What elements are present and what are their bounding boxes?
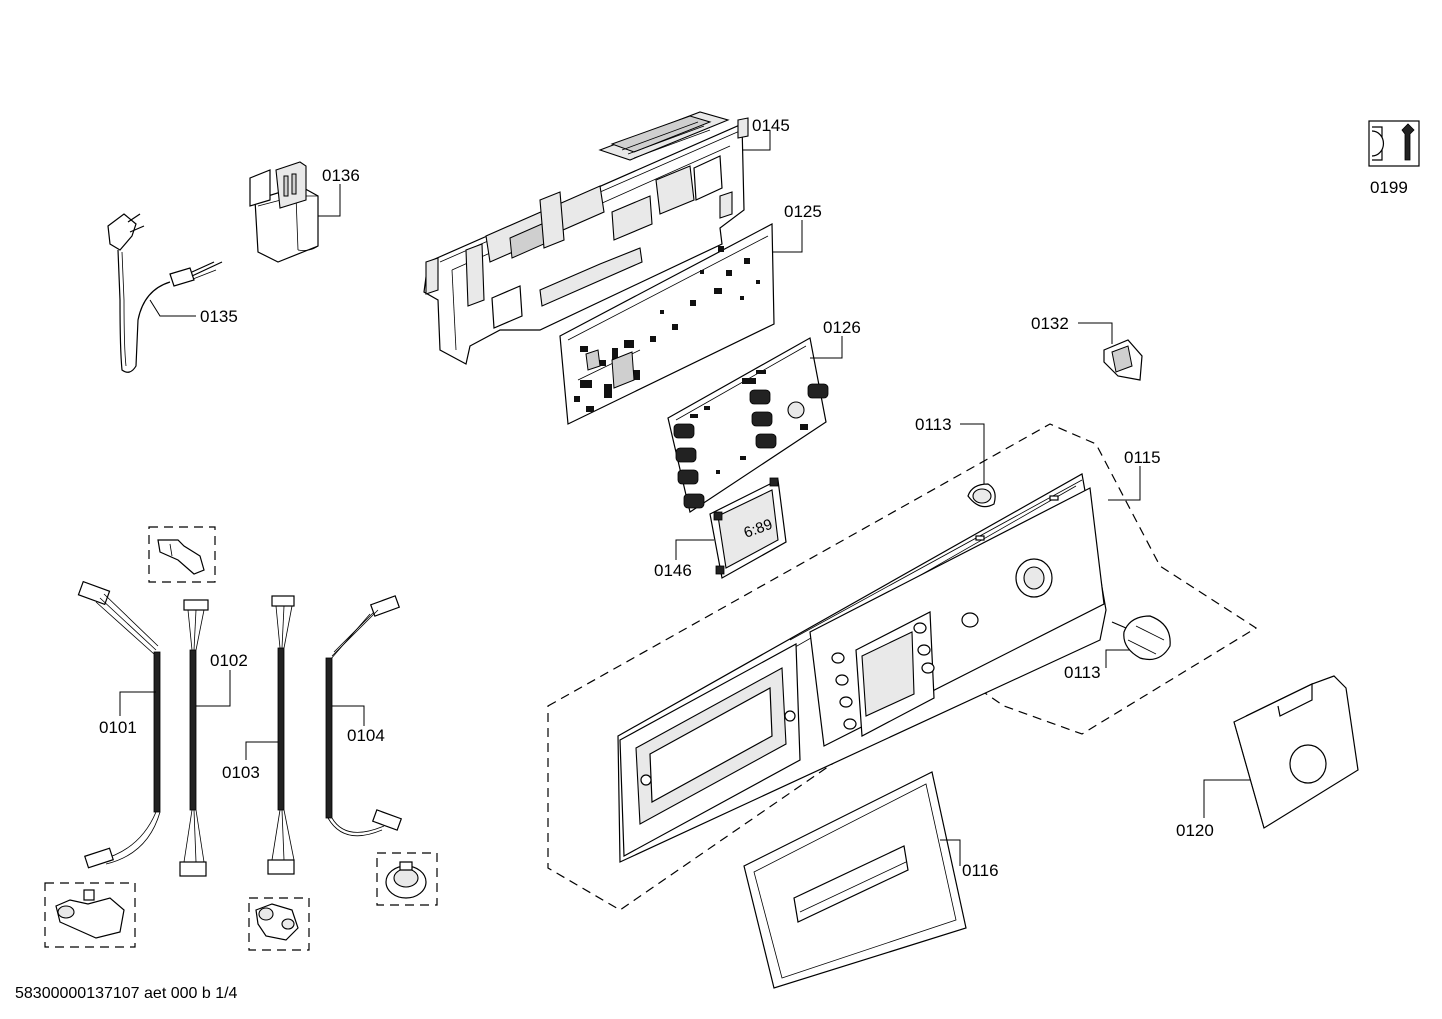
leader-0113-top bbox=[960, 423, 985, 484]
side-cover-0120 bbox=[1233, 675, 1359, 829]
control-housing-0145 bbox=[423, 111, 749, 365]
power-cable-0135 bbox=[107, 213, 223, 373]
part-label-0132: 0132 bbox=[1031, 314, 1069, 333]
part-label-0120: 0120 bbox=[1176, 821, 1214, 840]
part-label-0145: 0145 bbox=[752, 116, 790, 135]
programme-knob-0113 bbox=[1111, 615, 1171, 661]
leader-0116 bbox=[940, 839, 961, 866]
reference-box-pressure-switch bbox=[376, 852, 438, 906]
main-pcb-0125 bbox=[559, 223, 775, 425]
drawer-front-0116 bbox=[743, 771, 967, 989]
wiring-harness-0103 bbox=[267, 595, 295, 875]
wiring-harness-0104 bbox=[325, 595, 403, 837]
leader-0115 bbox=[1108, 466, 1141, 501]
part-label-0102: 0102 bbox=[210, 651, 248, 670]
part-label-0115: 0115 bbox=[1124, 448, 1161, 467]
leader-0104 bbox=[332, 705, 365, 726]
part-label-0136: 0136 bbox=[322, 166, 360, 185]
part-label-0104: 0104 bbox=[347, 726, 385, 745]
display-pcb-0126 bbox=[667, 337, 829, 513]
leader-0125 bbox=[772, 220, 803, 253]
knob-contacts bbox=[673, 383, 829, 509]
part-label-0113-knob: 0113 bbox=[1064, 663, 1101, 682]
reference-box-connector bbox=[148, 526, 216, 583]
part-label-0126: 0126 bbox=[823, 318, 861, 337]
wiring-harness-0101 bbox=[77, 580, 161, 869]
tool-service-icon bbox=[1368, 120, 1420, 167]
leader-0103 bbox=[245, 741, 278, 760]
part-label-0103: 0103 bbox=[222, 763, 260, 782]
leader-0136 bbox=[318, 184, 341, 217]
leader-0146 bbox=[675, 539, 714, 560]
part-label-0113-top: 0113 bbox=[915, 415, 952, 434]
knob-insert-0113-top bbox=[967, 483, 996, 508]
part-label-0116: 0116 bbox=[962, 861, 999, 880]
assembly-boundary-dashed bbox=[547, 423, 1258, 911]
leader-0145 bbox=[742, 130, 771, 151]
wiring-harness-0102 bbox=[179, 599, 209, 877]
leader-0120 bbox=[1203, 779, 1250, 818]
leader-0101 bbox=[119, 691, 156, 716]
drawing-code: 58300000137107 aet 000 b 1/4 bbox=[15, 985, 238, 1002]
reference-box-valve-left bbox=[44, 882, 136, 948]
leader-0126 bbox=[810, 336, 843, 359]
part-label-0125: 0125 bbox=[784, 202, 822, 221]
clip-0132 bbox=[1103, 339, 1143, 381]
part-label-0146: 0146 bbox=[654, 561, 692, 580]
leader-0113-knob bbox=[1105, 649, 1130, 668]
part-label-0135: 0135 bbox=[200, 307, 238, 326]
reference-box-valve-middle bbox=[248, 897, 310, 951]
part-label-0199: 0199 bbox=[1370, 178, 1408, 197]
part-label-0101: 0101 bbox=[99, 718, 137, 737]
control-panel-fascia-0115 bbox=[617, 473, 1107, 863]
leader-0135 bbox=[149, 299, 196, 317]
interference-filter-0136 bbox=[249, 161, 319, 263]
leader-0132 bbox=[1078, 322, 1113, 344]
display-window-0146: 6:89 bbox=[709, 477, 787, 579]
leader-0102 bbox=[196, 670, 231, 707]
